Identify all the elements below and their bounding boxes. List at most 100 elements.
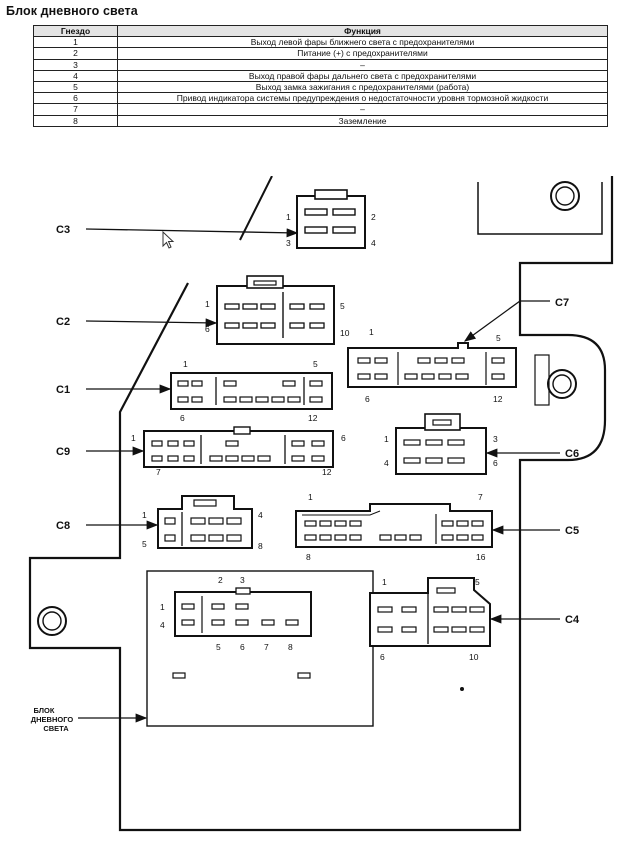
connector-c7 bbox=[347, 342, 517, 388]
drl-pin-3: 3 bbox=[240, 575, 245, 585]
c4-pin-5: 5 bbox=[475, 577, 480, 587]
c9-pin-12: 12 bbox=[322, 467, 332, 477]
c6-pin-6: 6 bbox=[493, 458, 498, 468]
connector-c9 bbox=[143, 426, 334, 468]
connector-c1-label: C1 bbox=[56, 384, 70, 396]
housing-edge-line bbox=[239, 176, 273, 241]
cell-function: Питание (+) с предохранителями bbox=[117, 47, 608, 60]
c3-pin-3: 3 bbox=[286, 238, 291, 248]
drl-pin-4: 4 bbox=[160, 620, 165, 630]
c9-pin-6: 6 bbox=[341, 433, 346, 443]
cell-function: – bbox=[117, 103, 608, 116]
c6-pin-3: 3 bbox=[493, 434, 498, 444]
fuse-box-diagram: 1 2 3 4 C3 1 5 6 10 C2 bbox=[28, 176, 614, 832]
c3-pin-2: 2 bbox=[371, 212, 376, 222]
c3-arrow bbox=[85, 228, 299, 238]
c8-pin-1: 1 bbox=[142, 510, 147, 520]
drl-pin-8: 8 bbox=[288, 642, 293, 652]
cell-socket: 1 bbox=[33, 36, 118, 49]
c1-pin-12: 12 bbox=[308, 413, 318, 423]
cell-socket: 2 bbox=[33, 47, 118, 60]
c9-pin-1: 1 bbox=[131, 433, 136, 443]
cell-socket: 4 bbox=[33, 69, 118, 82]
connector-c9-label: C9 bbox=[56, 446, 70, 458]
cell-socket: 5 bbox=[33, 80, 118, 94]
connector-c6 bbox=[395, 413, 487, 475]
cursor-icon bbox=[162, 230, 175, 249]
c8-pin-4: 4 bbox=[258, 510, 263, 520]
table-row: 3– bbox=[33, 58, 608, 71]
c2-arrow bbox=[85, 318, 218, 328]
drl-pin-2: 2 bbox=[218, 575, 223, 585]
c2-pin-1: 1 bbox=[205, 299, 210, 309]
c3-pin-4: 4 bbox=[371, 238, 376, 248]
c7-pin-1: 1 bbox=[369, 327, 374, 337]
c6-pin-4: 4 bbox=[384, 458, 389, 468]
c5-pin-8: 8 bbox=[306, 552, 311, 562]
c2-pin-6: 6 bbox=[205, 324, 210, 334]
table-row: 7– bbox=[33, 103, 608, 116]
c3-pin-1: 1 bbox=[286, 212, 291, 222]
c7-pin-5: 5 bbox=[496, 333, 501, 343]
c2-pin-10: 10 bbox=[340, 328, 350, 338]
connector-c2-label: C2 bbox=[56, 316, 70, 328]
cell-function: Заземление bbox=[117, 114, 608, 127]
connector-c8-label: C8 bbox=[56, 520, 70, 532]
connector-c6-label: C6 bbox=[565, 448, 579, 460]
cell-function: Выход замка зажигания с предохранителями… bbox=[117, 80, 608, 94]
c7-arrow bbox=[463, 300, 521, 342]
mounting-hole-icon bbox=[550, 181, 580, 211]
drl-label-line-3: СВЕТА bbox=[43, 724, 69, 733]
connector-c3-label: C3 bbox=[56, 224, 70, 236]
connector-c1 bbox=[170, 372, 333, 410]
header-socket: Гнездо bbox=[33, 24, 118, 38]
c8-pin-5: 5 bbox=[142, 539, 147, 549]
c9-pin-7: 7 bbox=[156, 467, 161, 477]
housing-inner-tab bbox=[477, 182, 603, 235]
c8-pin-8: 8 bbox=[258, 541, 263, 551]
c1-pin-6: 6 bbox=[180, 413, 185, 423]
drl-label-line-1: БЛОК bbox=[34, 706, 55, 715]
c7-pin-6: 6 bbox=[365, 394, 370, 404]
c4-pin-10: 10 bbox=[469, 652, 479, 662]
mounting-hole-icon bbox=[547, 369, 577, 399]
drl-block-connector bbox=[174, 587, 312, 637]
drl-pin-5: 5 bbox=[216, 642, 221, 652]
connector-c2 bbox=[216, 275, 335, 345]
cell-socket: 8 bbox=[33, 114, 118, 127]
c7-pin-12: 12 bbox=[493, 394, 503, 404]
connector-c4-label: C4 bbox=[565, 614, 580, 626]
connector-c5-label: C5 bbox=[565, 525, 579, 537]
connector-c8 bbox=[157, 495, 253, 549]
c1-pin-1: 1 bbox=[183, 359, 188, 369]
c2-pin-5: 5 bbox=[340, 301, 345, 311]
cell-function: Выход левой фары ближнего света с предох… bbox=[117, 36, 608, 49]
page-title: Блок дневного света bbox=[6, 4, 138, 18]
drl-pin-7: 7 bbox=[264, 642, 269, 652]
c5-pin-1: 1 bbox=[308, 492, 313, 502]
cell-function: Выход правой фары дальнего света с предо… bbox=[117, 69, 608, 82]
c5-pin-16: 16 bbox=[476, 552, 486, 562]
cell-socket: 7 bbox=[33, 103, 118, 116]
connector-c4 bbox=[369, 577, 491, 647]
cell-socket: 6 bbox=[33, 92, 118, 105]
connector-c5 bbox=[295, 503, 493, 548]
table-header-row: Гнездо Функция bbox=[33, 24, 608, 38]
drl-block-outline bbox=[146, 570, 374, 727]
fuse-box-housing bbox=[28, 176, 614, 832]
connector-c7-label: C7 bbox=[555, 297, 569, 309]
header-function: Функция bbox=[117, 24, 608, 38]
c4-pin-1: 1 bbox=[382, 577, 387, 587]
c6-pin-1: 1 bbox=[384, 434, 389, 444]
c4-pin-6: 6 bbox=[380, 652, 385, 662]
c5-pin-7: 7 bbox=[478, 492, 483, 502]
cell-socket: 3 bbox=[33, 58, 118, 71]
cell-function: – bbox=[117, 58, 608, 71]
